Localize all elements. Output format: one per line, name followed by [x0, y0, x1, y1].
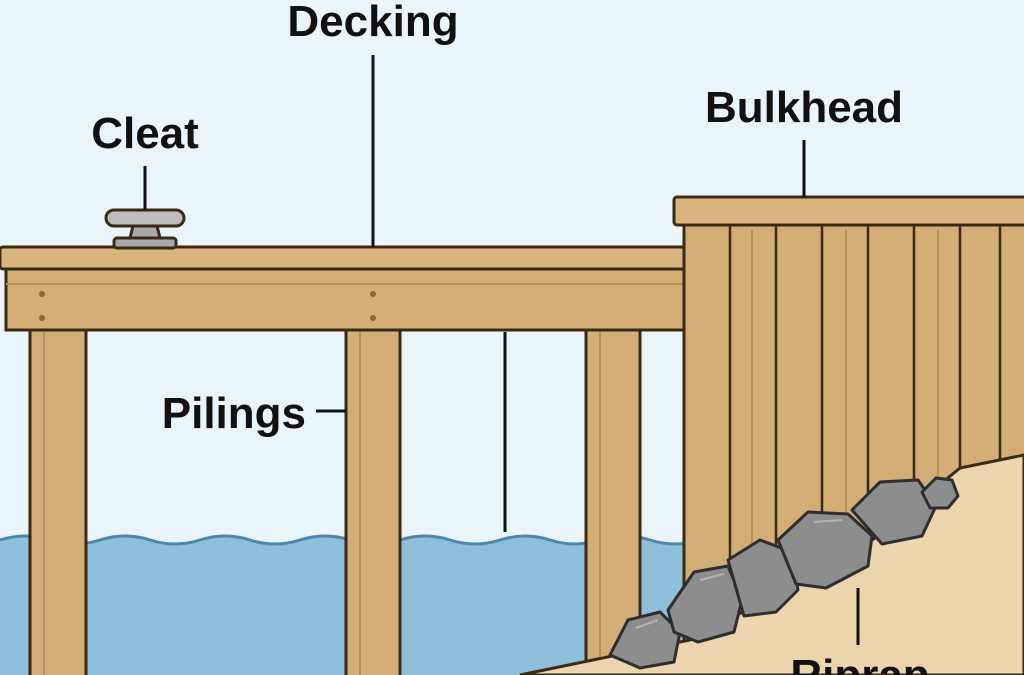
- pilings-label: Pilings: [162, 389, 306, 438]
- decking: [0, 245, 692, 271]
- cleat-label: Cleat: [91, 109, 199, 158]
- pilings: [28, 324, 642, 675]
- piling-right: [584, 324, 642, 675]
- bulkhead-cap: [672, 195, 1024, 227]
- piling-middle: [344, 324, 402, 675]
- deck-bolts: [39, 291, 376, 321]
- leader-lines: [143, 55, 860, 645]
- bulkhead-label: Bulkhead: [705, 83, 903, 132]
- riprap-rocks: [608, 476, 960, 670]
- riprap-label: Riprap: [790, 651, 929, 675]
- deck-beam: [4, 264, 688, 332]
- rock-4: [776, 510, 874, 590]
- decking-label: Decking: [287, 0, 458, 46]
- rock-3: [726, 538, 800, 618]
- rock-6: [920, 476, 960, 510]
- rock-2: [666, 564, 744, 644]
- piling-left: [28, 324, 88, 675]
